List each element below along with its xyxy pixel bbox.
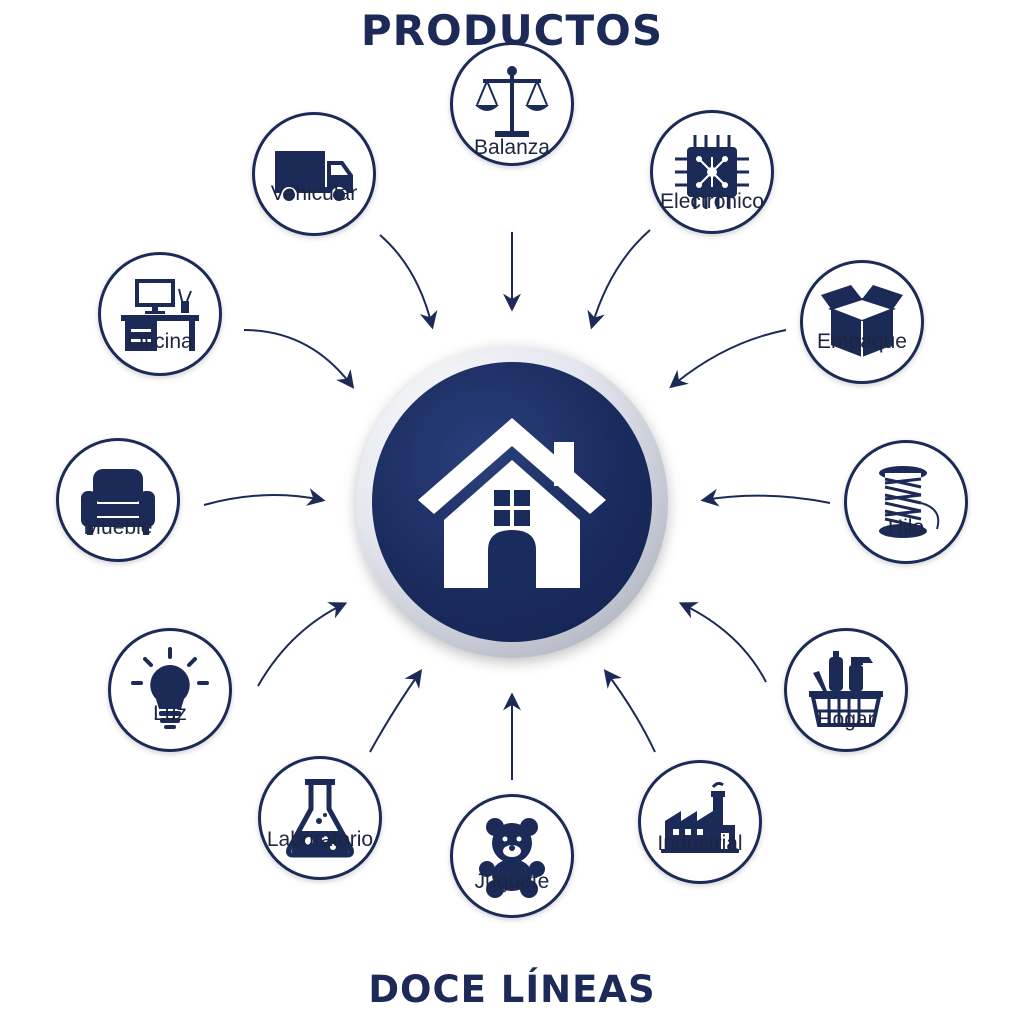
category-juguete-label: Juguete (474, 870, 550, 893)
arrow-vehicular (379, 234, 438, 330)
category-juguete-circle (450, 794, 574, 918)
category-balanza-circle (450, 42, 574, 166)
category-laboratorio-circle (258, 756, 382, 880)
category-hogar: Hogar (784, 628, 908, 752)
factory-icon (661, 781, 739, 853)
category-industrial: Industrial (638, 760, 762, 884)
category-vehicular-circle (252, 112, 376, 236)
category-mueble: Mueble (56, 438, 180, 562)
category-empaque-circle (800, 260, 924, 384)
category-vehicular-label: Vehicular (270, 182, 358, 205)
category-hilo-label: Hilo (887, 516, 925, 539)
flask-icon (286, 779, 354, 858)
category-luz-circle (108, 628, 232, 752)
category-electronico: Electrónico (650, 110, 774, 234)
category-hogar-circle (784, 628, 908, 752)
arrow-oficina (243, 329, 355, 389)
house-icon (418, 418, 606, 588)
category-balanza-label: Balanza (474, 136, 550, 159)
category-industrial-circle (638, 760, 762, 884)
scale-icon (475, 66, 549, 137)
category-laboratorio-label: Laboratorio (266, 828, 374, 851)
category-laboratorio: Laboratorio (258, 756, 382, 880)
chip-icon (675, 135, 749, 209)
category-hogar-label: Hogar (817, 708, 875, 731)
armchair-icon (81, 469, 155, 535)
category-empaque: Empaque (800, 260, 924, 384)
arrow-electronico (587, 229, 651, 330)
category-oficina-label: Oficina (127, 330, 193, 353)
category-hilo: Hilo (844, 440, 968, 564)
category-luz: Luz (108, 628, 232, 752)
arrow-mueble (203, 488, 326, 506)
hub-disc (372, 362, 652, 642)
category-balanza: Balanza (450, 42, 574, 166)
category-mueble-circle (56, 438, 180, 562)
category-electronico-label: Electrónico (660, 190, 764, 213)
truck-icon (275, 151, 353, 203)
teddy-bear-icon (479, 818, 545, 898)
category-oficina: Oficina (98, 252, 222, 376)
category-oficina-circle (98, 252, 222, 376)
category-juguete: Juguete (450, 794, 574, 918)
category-empaque-label: Empaque (817, 330, 907, 353)
diagram-subtitle: DOCE LÍNEAS (368, 968, 656, 1011)
arrow-hilo (700, 488, 831, 507)
thread-spool-icon (879, 466, 940, 538)
arrow-empaque (669, 329, 787, 389)
category-luz-label: Luz (153, 702, 187, 725)
category-vehicular: Vehicular (252, 112, 376, 236)
arrow-industrial (603, 669, 656, 753)
category-industrial-label: Industrial (657, 832, 743, 855)
arrow-luz (257, 602, 348, 687)
category-hilo-circle (844, 440, 968, 564)
arrow-hogar (678, 602, 767, 683)
arrow-laboratorio (369, 669, 423, 753)
hub-center (356, 346, 668, 658)
light-bulb-icon (131, 647, 209, 729)
cleaning-basket-icon (809, 651, 883, 727)
category-mueble-label: Mueble (83, 516, 153, 539)
box-icon (821, 285, 903, 357)
category-electronico-circle (650, 110, 774, 234)
office-desk-icon (121, 279, 199, 351)
